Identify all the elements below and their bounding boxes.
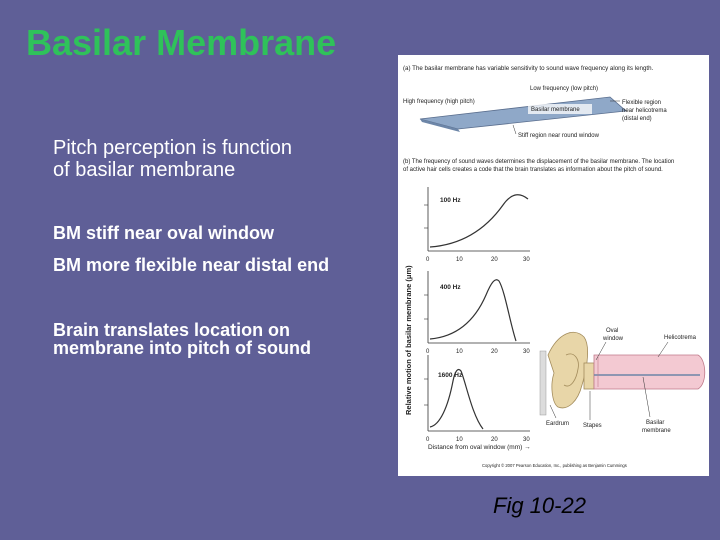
stapes-shape: [583, 362, 595, 390]
figure-caption: Fig 10-22: [493, 493, 586, 518]
pitch-perception-text: Pitch perception is function of basilar …: [53, 137, 293, 181]
part-b-caption-1: (b) The frequency of sound waves determi…: [403, 159, 674, 165]
graph-400hz: 400 Hz 0 10 20 30: [424, 271, 530, 355]
graph-400hz-label: 400 Hz: [440, 284, 461, 291]
curve-1600hz: [429, 368, 484, 430]
stiff-region-label: Stiff region near round window: [518, 133, 600, 139]
cochlea-illustration: Oval window Helicotrema Eardrum Stapes B…: [539, 328, 706, 434]
flexible-region-label-1: Flexible region: [622, 100, 661, 106]
eardrum-label: Eardrum: [546, 421, 569, 427]
tick-label: 0: [426, 349, 430, 355]
cochlea-tube: [593, 354, 706, 390]
low-frequency-label: Low frequency (low pitch): [530, 86, 598, 92]
flexible-region-label-2: near helicotrema: [622, 108, 667, 114]
tick-label: 10: [456, 349, 463, 355]
x-axis-label: Distance from oval window (mm) →: [428, 444, 531, 451]
high-frequency-label: High frequency (high pitch): [403, 99, 475, 105]
tick-label: 30: [523, 257, 530, 263]
graph-100hz-label: 100 Hz: [440, 197, 461, 204]
part-a-caption: (a) The basilar membrane has variable se…: [403, 65, 654, 72]
bullet-brain-translates: Brain translates location on membrane in…: [53, 320, 312, 358]
helicotrema-label: Helicotrema: [664, 335, 697, 341]
curve-100hz: [429, 194, 529, 248]
basilar-membrane-label-2: membrane: [642, 428, 671, 434]
bullet-flexible-distal-end: BM more flexible near distal end: [53, 255, 330, 275]
y-axis-label: Relative motion of basilar membrane (μm): [404, 265, 413, 415]
tick-label: 20: [491, 257, 498, 263]
figure-illustration: (a) The basilar membrane has variable se…: [403, 65, 706, 468]
tick-label: 10: [456, 437, 463, 443]
tick-label: 20: [491, 349, 498, 355]
basilar-membrane-label: Basilar membrane: [531, 107, 580, 113]
oval-window-label-1: Oval: [606, 328, 618, 334]
figure-panel: (a) The basilar membrane has variable se…: [398, 55, 709, 476]
eardrum-shape: [539, 350, 547, 416]
membrane-label-bg: [528, 104, 592, 114]
basilar-membrane-label-1: Basilar: [646, 420, 664, 426]
slide-title: Basilar Membrane: [26, 22, 337, 63]
curve-400hz: [429, 279, 517, 342]
graph-1600hz-label: 1600 Hz: [438, 372, 463, 379]
graph-1600hz: 1600 Hz 0 10 20 30: [424, 355, 530, 443]
part-b-caption-2: of active hair cells creates a code that…: [403, 167, 663, 173]
ossicle-shape: [547, 332, 588, 409]
flexible-region-label-3: (distal end): [622, 116, 652, 122]
tick-label: 30: [523, 437, 530, 443]
stapes-label: Stapes: [583, 423, 602, 429]
bullet-stiff-oval-window: BM stiff near oval window: [53, 223, 275, 243]
copyright-notice: Copyright © 2007 Pearson Education, Inc.…: [482, 463, 627, 468]
membrane-edge: [420, 119, 460, 132]
tick-label: 0: [426, 437, 430, 443]
tick-label: 20: [491, 437, 498, 443]
graph-100hz: 100 Hz 0 10 20 30: [424, 187, 530, 263]
oval-window-label-2: window: [602, 336, 624, 342]
tick-label: 10: [456, 257, 463, 263]
tick-label: 30: [523, 349, 530, 355]
tick-label: 0: [426, 257, 430, 263]
